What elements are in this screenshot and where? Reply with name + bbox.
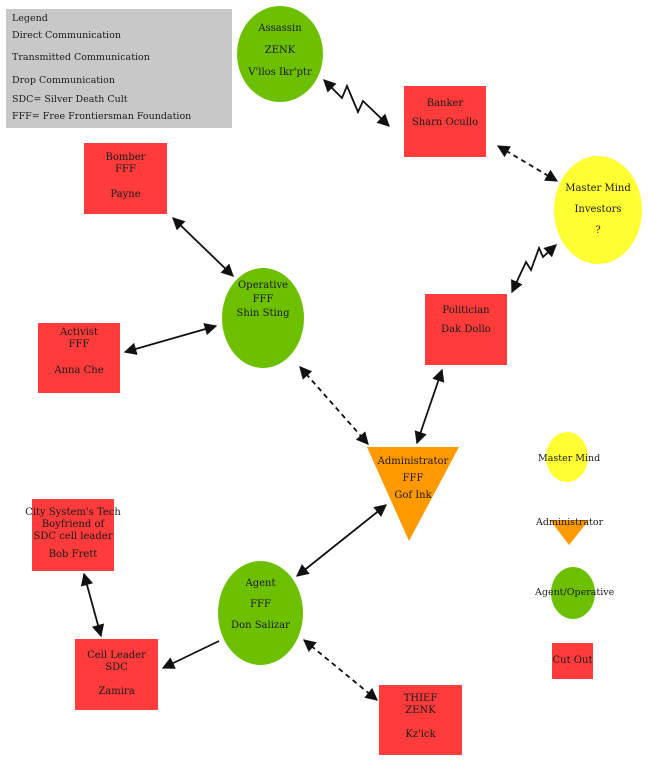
node-thief: THIEF ZENK Kz'ick — [379, 685, 462, 755]
node-activist-faction: FFF — [68, 339, 90, 350]
key-agent-shape — [551, 567, 595, 619]
node-bomber: Bomber FFF Payne — [84, 143, 167, 214]
legend-drop-label: Drop Communication — [12, 75, 115, 86]
node-activist-role: Activist — [59, 327, 99, 338]
node-banker-role: Banker — [426, 97, 464, 109]
node-assassin: Assassin ZENK V'llos Ikr'ptr — [237, 6, 323, 102]
node-banker-name: Sharn Ocullo — [411, 117, 479, 129]
key-cutout-label: Cut Out — [552, 655, 593, 666]
legend-direct-label: Direct Communication — [12, 30, 121, 41]
node-operative-name: Shin Sting — [236, 308, 290, 319]
node-activist: Activist FFF Anna Che — [38, 323, 120, 393]
node-agent-role: Agent — [245, 577, 276, 589]
node-administrator: Administrator FFF Gof Ink — [367, 455, 459, 502]
node-operative-role: Operative — [237, 280, 289, 291]
key-mastermind-shape — [546, 432, 588, 482]
node-assassin-role: Assassin — [258, 23, 302, 34]
node-mastermind-name: ? — [595, 225, 601, 237]
node-tech: City System's Tech Boyfriend of SDC cell… — [25, 499, 121, 571]
node-tech-relation: Boyfriend of — [41, 519, 105, 530]
node-bomber-faction: FFF — [115, 164, 136, 175]
node-bomber-role: Bomber — [105, 152, 146, 163]
node-administrator-name: Gof Ink — [394, 490, 432, 501]
node-activist-name: Anna Che — [54, 365, 104, 376]
node-bomber-name: Payne — [110, 189, 141, 200]
key-cutout-shape: Cut Out — [552, 643, 593, 679]
edge-politician-administrator — [414, 368, 445, 445]
node-assassin-name: V'llos Ikr'ptr — [248, 67, 312, 78]
node-administrator-shape — [367, 447, 459, 541]
node-thief-name: Kz'ick — [405, 729, 436, 740]
edge-mastermind-politician — [511, 244, 557, 294]
node-cellleader: Cell Leader SDC Zamira — [75, 639, 158, 710]
legend-fff-label: FFF= Free Frontiersman Foundation — [12, 111, 192, 122]
node-politician-name: Dak Dollo — [441, 323, 491, 335]
node-politician: Politician Dak Dollo — [425, 294, 507, 365]
legend-title: Legend — [12, 13, 48, 24]
edge-assassin-banker — [323, 79, 390, 127]
legend-transmitted-label: Transmitted Communication — [12, 52, 150, 63]
node-cellleader-faction: SDC — [105, 662, 128, 673]
key-agent-label: Agent/Operative — [535, 587, 615, 598]
node-agent: Agent FFF Don Salizar — [218, 561, 303, 665]
key-administrator-shape — [550, 520, 589, 545]
edge-tech-cellleader — [80, 572, 105, 638]
node-tech-relation-target: SDC cell leader — [33, 531, 113, 542]
edge-bomber-operative — [172, 217, 234, 277]
edge-agent-cellleader — [161, 640, 220, 669]
node-thief-role: THIEF — [403, 693, 438, 704]
edge-agent-administrator — [296, 504, 387, 577]
node-cellleader-name: Zamira — [98, 686, 135, 697]
legend-sdc-label: SDC= Silver Death Cult — [12, 94, 128, 105]
node-mastermind: Master Mind Investors ? — [554, 156, 642, 264]
node-assassin-faction: ZENK — [264, 45, 296, 56]
node-cellleader-role: Cell Leader — [87, 650, 146, 661]
node-agent-faction: FFF — [250, 598, 271, 610]
node-thief-faction: ZENK — [405, 705, 436, 716]
node-administrator-role: Administrator — [377, 456, 449, 467]
legend-panel: Legend Direct Communication Transmitted … — [6, 9, 232, 128]
edge-operative-administrator — [299, 366, 369, 445]
edge-activist-operative — [123, 323, 218, 355]
edge-banker-mastermind — [496, 145, 559, 182]
node-tech-name: Bob Frett — [48, 549, 98, 560]
key-administrator-label: Administrator — [536, 517, 604, 528]
node-mastermind-role: Master Mind — [565, 182, 631, 194]
node-politician-role: Politician — [442, 305, 490, 317]
node-mastermind-group: Investors — [574, 203, 622, 215]
node-administrator-faction: FFF — [402, 473, 424, 484]
key-mastermind-label: Master Mind — [538, 453, 601, 464]
node-operative-faction: FFF — [252, 294, 274, 305]
node-banker: Banker Sharn Ocullo — [404, 86, 486, 157]
node-tech-role: City System's Tech — [25, 507, 121, 518]
node-operative: Operative FFF Shin Sting — [222, 268, 304, 368]
node-agent-name: Don Salizar — [231, 620, 290, 632]
edge-agent-thief — [303, 639, 378, 701]
